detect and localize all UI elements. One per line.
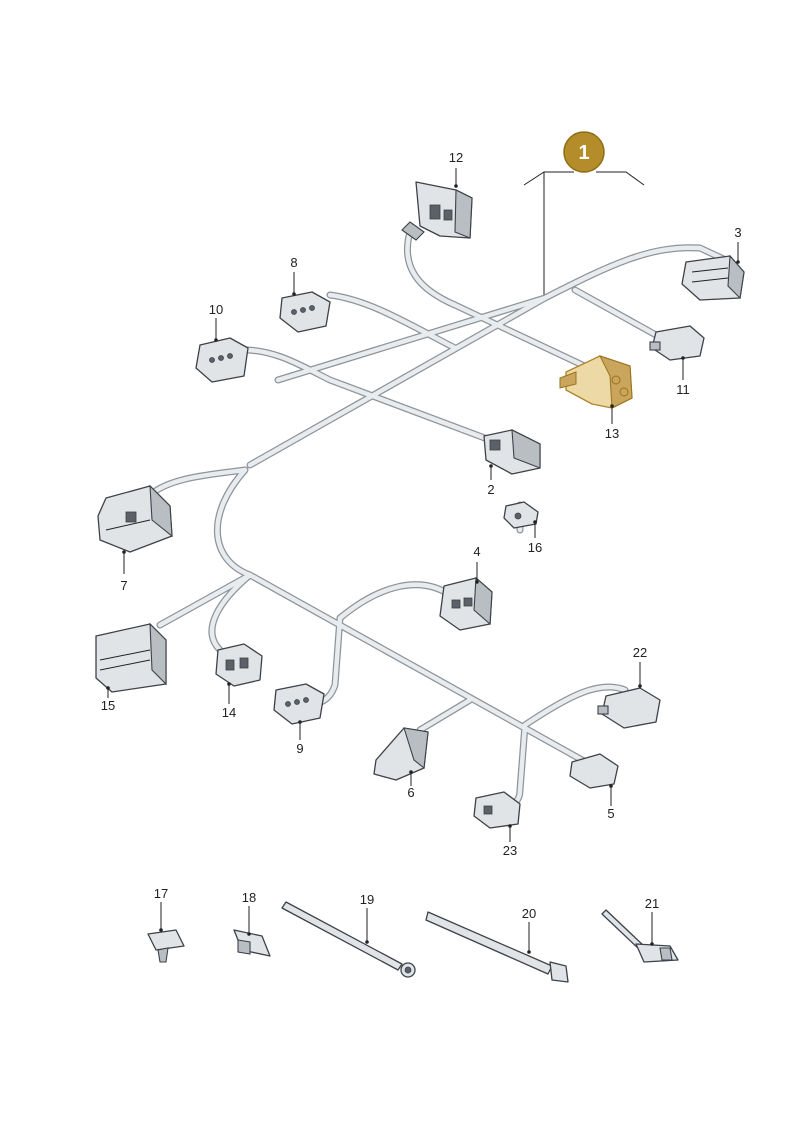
label-15[interactable]: 15 xyxy=(101,698,115,713)
part-labels: 12 3 8 10 11 13 2 16 7 4 22 15 1 xyxy=(101,150,742,954)
connector-9[interactable] xyxy=(273,683,325,725)
label-10[interactable]: 10 xyxy=(209,302,223,317)
connector-3[interactable] xyxy=(681,254,745,301)
connector-23[interactable] xyxy=(473,791,521,829)
harness-wires xyxy=(146,228,734,809)
label-20[interactable]: 20 xyxy=(522,906,536,921)
label-11[interactable]: 11 xyxy=(676,382,690,397)
label-12[interactable]: 12 xyxy=(449,150,463,165)
label-14[interactable]: 14 xyxy=(222,705,236,720)
cable-tie-19[interactable] xyxy=(281,901,416,978)
label-18[interactable]: 18 xyxy=(242,890,256,905)
label-7[interactable]: 7 xyxy=(120,578,127,593)
label-17[interactable]: 17 xyxy=(154,886,168,901)
clip-17[interactable] xyxy=(147,929,185,963)
harness-wire-inner xyxy=(147,229,733,808)
label-21[interactable]: 21 xyxy=(645,896,659,911)
connector-8[interactable] xyxy=(279,291,331,333)
connector-12[interactable] xyxy=(401,181,473,241)
connector-11[interactable] xyxy=(649,325,705,361)
connector-14[interactable] xyxy=(215,643,263,687)
label-16[interactable]: 16 xyxy=(528,540,542,555)
assembly-badge[interactable] xyxy=(563,131,605,173)
label-22[interactable]: 22 xyxy=(633,645,647,660)
label-19[interactable]: 19 xyxy=(360,892,374,907)
label-2[interactable]: 2 xyxy=(487,482,494,497)
label-13[interactable]: 13 xyxy=(605,426,619,441)
label-4[interactable]: 4 xyxy=(473,544,480,559)
connector-10[interactable] xyxy=(195,337,249,383)
connector-6[interactable] xyxy=(373,727,429,781)
label-3[interactable]: 3 xyxy=(734,225,741,240)
connector-15[interactable] xyxy=(95,622,167,693)
label-23[interactable]: 23 xyxy=(503,843,517,858)
assembly-number: 1 xyxy=(578,142,589,164)
connector-2[interactable] xyxy=(483,429,541,475)
label-8[interactable]: 8 xyxy=(290,255,297,270)
connector-16[interactable] xyxy=(503,501,539,529)
holder-18[interactable] xyxy=(233,929,271,957)
label-5[interactable]: 5 xyxy=(607,806,614,821)
connector-22[interactable] xyxy=(597,687,661,729)
cable-tie-20[interactable] xyxy=(425,911,569,983)
cable-tie-21[interactable] xyxy=(601,909,679,963)
connector-4[interactable] xyxy=(439,576,493,631)
assembly-callout[interactable]: 1 xyxy=(523,131,645,298)
label-9[interactable]: 9 xyxy=(296,741,303,756)
label-6[interactable]: 6 xyxy=(407,785,414,800)
connector-5[interactable] xyxy=(569,753,619,789)
connector-7[interactable] xyxy=(97,484,173,553)
connector-13-highlighted[interactable] xyxy=(559,355,633,409)
